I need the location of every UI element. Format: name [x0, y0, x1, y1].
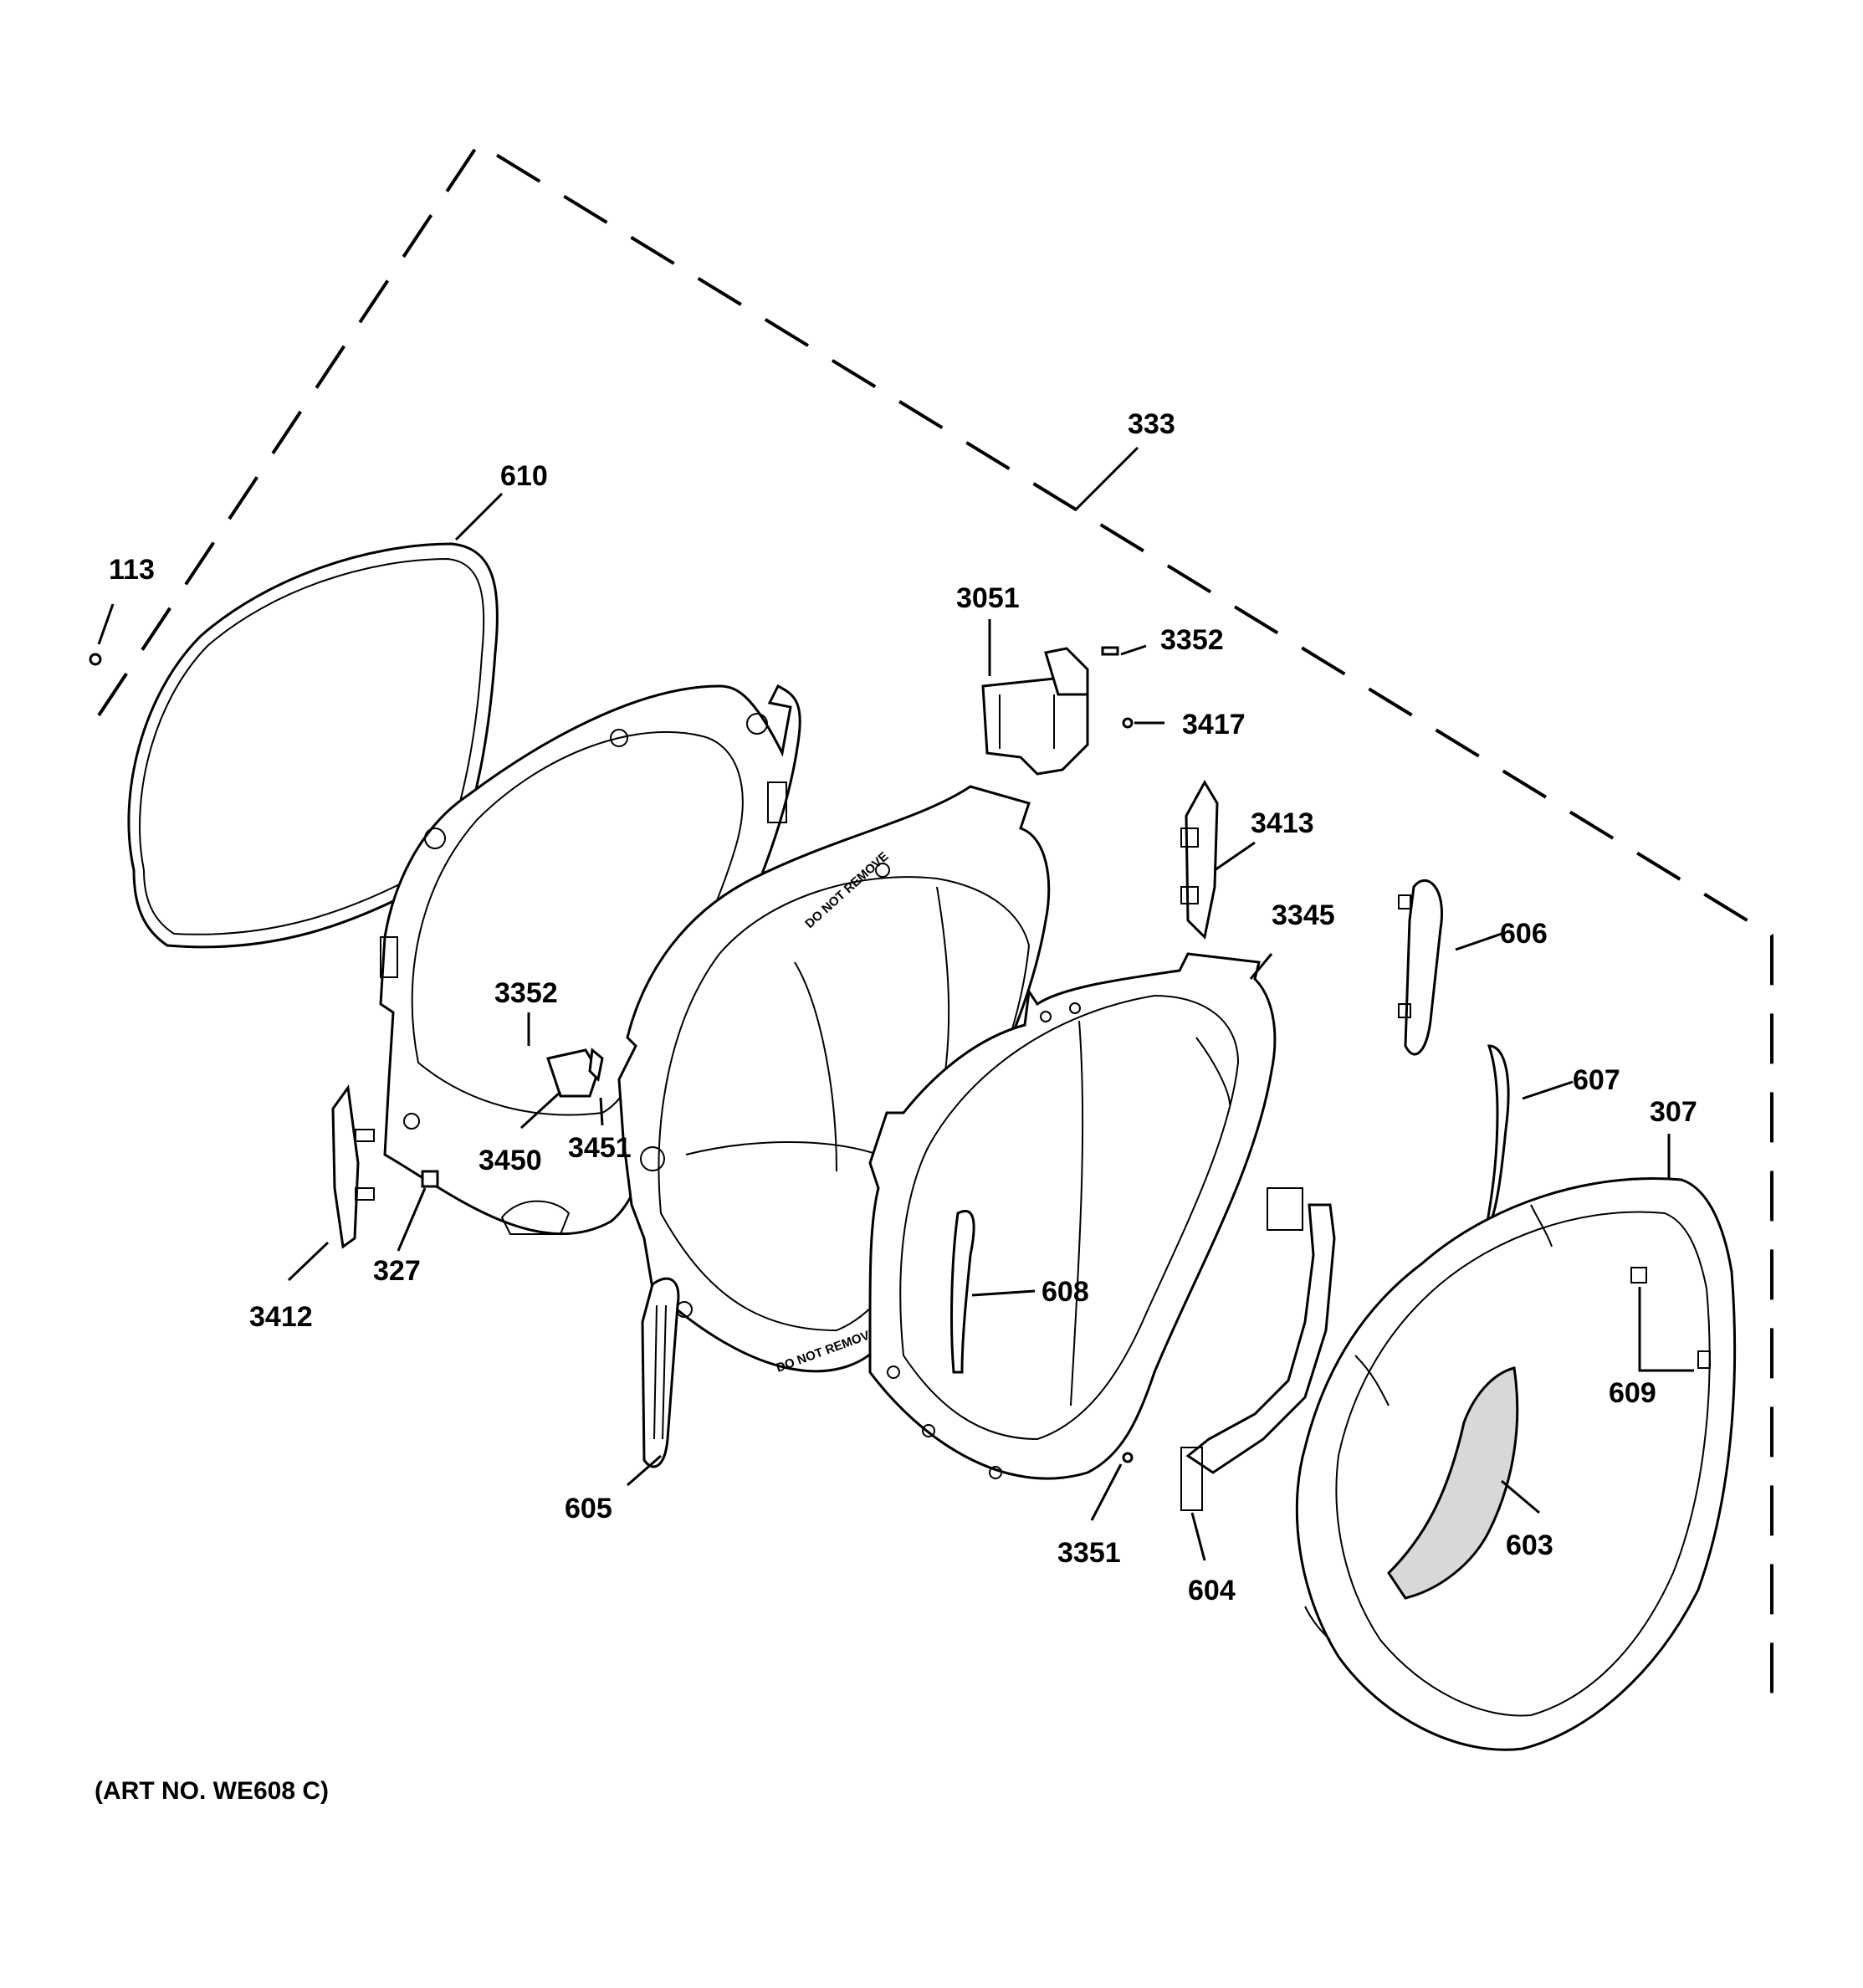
outer-door-307	[1295, 1176, 1737, 1751]
callout-labels: 113 610 333 3051 3352 3417 3413 3345 606…	[109, 408, 1697, 1606]
callout-3051: 3051	[956, 582, 1020, 614]
callout-608: 608	[1042, 1276, 1089, 1308]
callout-605: 605	[565, 1493, 612, 1524]
door-gasket-610	[127, 542, 499, 949]
screw-3351	[1122, 1452, 1134, 1463]
callout-3413: 3413	[1251, 807, 1314, 839]
vent-grille-605	[641, 1277, 680, 1468]
callout-3417: 3417	[1182, 709, 1246, 740]
door-liner: DO NOT REMOVE DO NOT REMOVE	[617, 785, 1051, 1376]
screw-113	[89, 653, 102, 666]
callout-609: 609	[1609, 1377, 1656, 1409]
hinge-plate-3413	[1180, 779, 1219, 940]
window-frame-3345	[868, 952, 1277, 1480]
handle-606	[1398, 879, 1443, 1056]
clip-327	[421, 1170, 439, 1188]
hinge-3051	[981, 647, 1089, 776]
callout-113: 113	[109, 554, 155, 586]
callout-3450: 3450	[479, 1145, 542, 1176]
callout-604: 604	[1188, 1575, 1236, 1606]
handle-trim-607	[1486, 1044, 1510, 1223]
latch-assembly-3450	[546, 1048, 604, 1098]
callout-3351: 3351	[1057, 1537, 1121, 1569]
callout-3352-mid: 3352	[494, 977, 558, 1009]
callout-3451: 3451	[568, 1132, 632, 1164]
leader-lines	[97, 446, 1694, 1561]
callout-3352-top: 3352	[1160, 624, 1224, 656]
callout-606: 606	[1500, 918, 1548, 950]
callout-333: 333	[1128, 408, 1175, 440]
assembly-boundary	[97, 141, 1773, 1694]
screw-3417	[1122, 717, 1134, 729]
callout-607: 607	[1573, 1064, 1620, 1096]
callout-603: 603	[1506, 1529, 1553, 1561]
inner-grille-603	[1387, 1366, 1519, 1600]
hinge-bracket-604	[1180, 1187, 1336, 1511]
hinge-plate-3412	[331, 1084, 375, 1249]
window-trim-608	[950, 1210, 975, 1374]
callout-3345: 3345	[1272, 899, 1335, 931]
callout-307: 307	[1650, 1096, 1697, 1128]
callout-610: 610	[500, 460, 548, 492]
callout-327: 327	[373, 1255, 421, 1287]
art-number: (ART NO. WE608 C)	[95, 1777, 329, 1805]
inner-door-frame	[379, 684, 801, 1236]
screw-3352-top	[1101, 646, 1119, 656]
callout-3412: 3412	[249, 1301, 313, 1333]
